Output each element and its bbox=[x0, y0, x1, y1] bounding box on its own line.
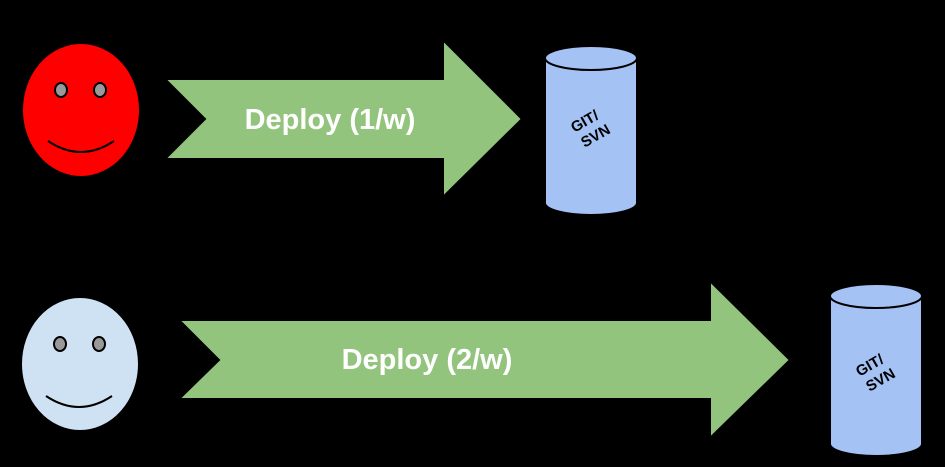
face-smile bbox=[45, 395, 113, 408]
repository-cylinder-2: GIT/ SVN bbox=[829, 283, 923, 457]
flow-row-2: Deploy (2/w) GIT/ SVN bbox=[20, 278, 923, 457]
arrow-label-2: Deploy (2/w) bbox=[342, 344, 513, 376]
arrow-shape bbox=[176, 278, 792, 441]
repository-cylinder-1: GIT/ SVN bbox=[544, 45, 638, 216]
deploy-arrow-2: Deploy (2/w) bbox=[176, 278, 792, 441]
face-head bbox=[21, 42, 141, 178]
face-smile bbox=[47, 140, 115, 153]
face-eye-right bbox=[92, 336, 106, 352]
face-eye-left bbox=[53, 336, 67, 352]
cylinder-top bbox=[829, 283, 923, 309]
deploy-arrow-1: Deploy (1/w) bbox=[162, 37, 524, 200]
face-eye-right bbox=[93, 82, 107, 98]
face-head bbox=[20, 296, 140, 432]
cylinder-top bbox=[544, 45, 638, 71]
flow-row-1: Deploy (1/w) GIT/ SVN bbox=[21, 37, 638, 216]
arrow-shape bbox=[162, 37, 524, 200]
face-eye-left bbox=[54, 82, 68, 98]
developer-face-light-blue bbox=[20, 296, 140, 432]
arrow-label-1: Deploy (1/w) bbox=[245, 104, 416, 136]
developer-face-red bbox=[21, 42, 141, 178]
